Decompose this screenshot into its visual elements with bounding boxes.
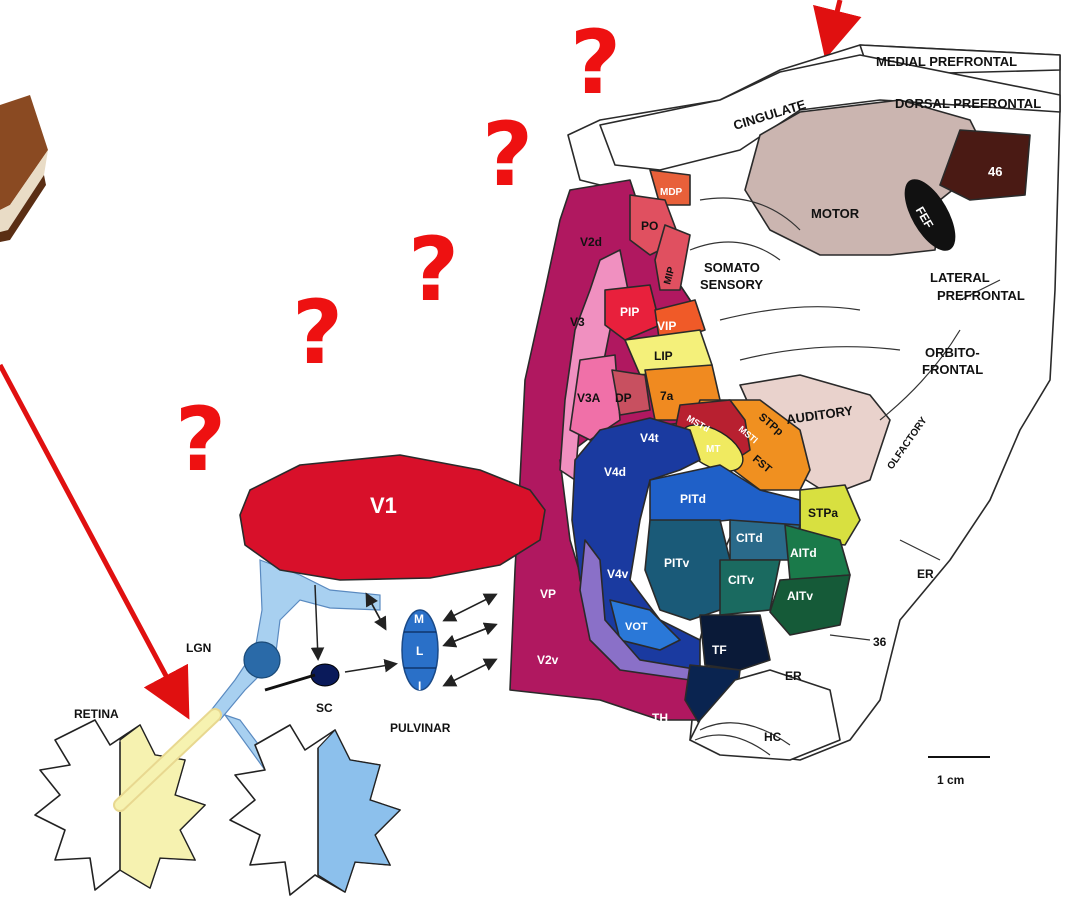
- label-area-46: 46: [988, 164, 1002, 179]
- label-pitv: PITv: [664, 556, 690, 570]
- label-hc: HC: [764, 730, 782, 744]
- label-th: TH: [652, 711, 668, 725]
- label-v2d: V2d: [580, 235, 602, 249]
- label-citd: CITd: [736, 531, 763, 545]
- question-mark-2: ?: [292, 281, 343, 384]
- label-scale: 1 cm: [937, 773, 964, 787]
- question-mark-5: ?: [570, 11, 621, 114]
- sc-node: [311, 664, 339, 686]
- label-dorsal-prefrontal: DORSAL PREFRONTAL: [895, 96, 1041, 111]
- label-prefrontal: PREFRONTAL: [937, 288, 1025, 303]
- label-stpa: STPa: [808, 506, 838, 520]
- label-pip: PIP: [620, 305, 639, 319]
- retina-left: [35, 715, 215, 890]
- label-somato: SOMATO: [704, 260, 760, 275]
- area-tf: [700, 615, 770, 670]
- label-vp: VP: [540, 587, 556, 601]
- lgn-node: [244, 642, 280, 678]
- label-vot: VOT: [625, 621, 648, 633]
- area-pitv: [645, 520, 730, 620]
- label-lgn: LGN: [186, 641, 211, 655]
- label-orbito: ORBITO-: [925, 345, 980, 360]
- label-v4t: V4t: [640, 431, 659, 445]
- label-er-right: ER: [917, 567, 934, 581]
- question-mark-1: ?: [175, 388, 226, 491]
- label-tf: TF: [712, 643, 727, 657]
- label-v4d: V4d: [604, 465, 626, 479]
- label-motor: MOTOR: [811, 206, 860, 221]
- label-pulvinar-m: M: [414, 612, 424, 626]
- label-pulvinar: PULVINAR: [390, 721, 451, 735]
- red-arrow-prefrontal: [830, 0, 840, 40]
- label-sc: SC: [316, 701, 333, 715]
- label-aitd: AITd: [790, 546, 817, 560]
- red-arrow-retina: [0, 365, 180, 702]
- book-icon: [0, 95, 48, 242]
- label-medial-prefrontal: MEDIAL PREFRONTAL: [876, 54, 1017, 69]
- label-retina: RETINA: [74, 707, 119, 721]
- label-citv: CITv: [728, 573, 754, 587]
- label-mdp: MDP: [660, 187, 683, 198]
- label-dp: DP: [615, 391, 632, 405]
- optic-pathway: [205, 560, 380, 720]
- label-v2v: V2v: [537, 653, 559, 667]
- label-po: PO: [641, 219, 658, 233]
- label-lip: LIP: [654, 349, 673, 363]
- label-pulvinar-l: L: [416, 644, 423, 658]
- label-7a: 7a: [660, 389, 674, 403]
- label-36: 36: [873, 635, 887, 649]
- label-pulvinar-i: I: [418, 679, 421, 693]
- label-frontal: FRONTAL: [922, 362, 983, 377]
- label-mt: MT: [706, 444, 720, 455]
- label-lateral: LATERAL: [930, 270, 990, 285]
- label-v3a: V3A: [577, 391, 601, 405]
- label-pitd: PITd: [680, 492, 706, 506]
- label-v3: V3: [570, 315, 585, 329]
- label-vip: VIP: [657, 319, 676, 333]
- label-v1: V1: [370, 493, 397, 518]
- label-aitv: AITv: [787, 589, 813, 603]
- question-mark-3: ?: [408, 218, 459, 321]
- question-mark-4: ?: [482, 103, 533, 206]
- label-er-bottom: ER: [785, 669, 802, 683]
- area-aitv: [770, 575, 850, 635]
- label-sensory: SENSORY: [700, 277, 763, 292]
- label-v4v: V4v: [607, 567, 629, 581]
